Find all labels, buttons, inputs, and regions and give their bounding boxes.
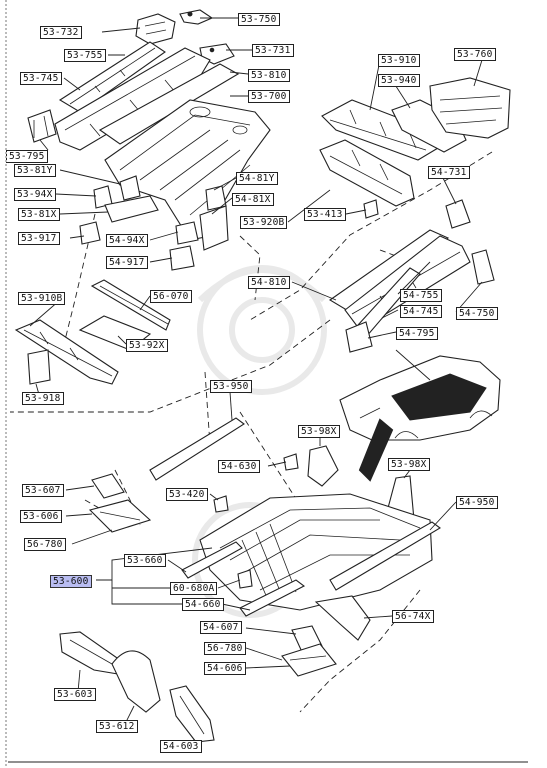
part-54-94X [175,221,199,245]
part-53-81X [104,195,159,223]
label-56-780-a[interactable]: 56-780 [24,538,66,551]
part-53-732-bracket [135,13,176,45]
part-54-81Y [205,185,227,211]
part-53-917 [79,221,101,245]
label-53-81Y[interactable]: 53-81Y [14,164,56,177]
label-54-745[interactable]: 54-745 [400,305,442,318]
part-53-755-rail [58,41,166,113]
label-53-660[interactable]: 53-660 [124,554,166,567]
label-54-731[interactable]: 54-731 [428,166,470,179]
label-54-750[interactable]: 54-750 [456,307,498,320]
label-53-732[interactable]: 53-732 [40,26,82,39]
part-53-81Y [119,175,141,201]
leader-lines [29,17,483,745]
label-53-413[interactable]: 53-413 [304,208,346,221]
part-56-070-rail [90,279,171,331]
part-53-918-bracket [27,349,51,385]
label-54-917[interactable]: 54-917 [106,256,148,269]
part-54-630-bracket [283,453,299,471]
label-54-94X[interactable]: 54-94X [106,234,148,247]
part-53-920B-member [319,139,415,207]
label-53-755[interactable]: 53-755 [64,49,106,62]
label-54-81X[interactable]: 54-81X [232,193,274,206]
part-53-98X-a [307,445,339,487]
label-54-950[interactable]: 54-950 [456,496,498,509]
label-54-603[interactable]: 54-603 [160,740,202,753]
label-53-94X[interactable]: 53-94X [14,188,56,201]
part-54-810-member [328,229,450,313]
car-silhouette [339,349,501,441]
part-53-700-floor-rear [104,99,271,241]
label-53-603[interactable]: 53-603 [54,688,96,701]
label-53-917[interactable]: 53-917 [18,232,60,245]
label-54-810[interactable]: 54-810 [248,276,290,289]
label-54-795[interactable]: 54-795 [396,327,438,340]
part-54-81X [199,205,229,251]
part-53-660-rail [181,541,243,579]
part-53-910B-member [14,319,119,385]
part-56-74X-bracket [314,595,371,641]
label-54-606[interactable]: 54-606 [204,662,246,675]
part-54-917 [169,245,195,271]
part-53-940-bracket [391,99,467,153]
part-54-660-rail [239,579,306,617]
label-53-910[interactable]: 53-910 [378,54,420,67]
part-53-612-wheelhouse [111,650,161,713]
part-53-750-bracket [179,9,214,25]
label-54-630[interactable]: 54-630 [218,460,260,473]
part-60-680A-clip [237,569,253,589]
part-53-413-clip [363,199,379,219]
part-54-606-bracket [281,643,337,677]
label-53-810[interactable]: 53-810 [248,69,290,82]
label-53-795[interactable]: 53-795 [6,150,48,163]
label-53-920B[interactable]: 53-920B [240,216,288,229]
part-54-603-panel [169,685,215,743]
part-53-795-bracket [27,109,57,143]
part-53-760-pan [429,77,511,139]
part-54-731-bracket [445,199,471,229]
label-54-660[interactable]: 54-660 [182,598,224,611]
label-54-81Y[interactable]: 54-81Y [236,172,278,185]
page-edge-pattern [5,0,7,768]
part-53-607-bracket [91,473,125,499]
label-53-81X[interactable]: 53-81X [18,208,60,221]
label-53-700[interactable]: 53-700 [248,90,290,103]
label-53-745[interactable]: 53-745 [20,72,62,85]
label-53-910B[interactable]: 53-910B [18,292,66,305]
label-56-74X[interactable]: 56-74X [392,610,434,623]
part-53-950-sill [149,417,245,481]
label-53-606[interactable]: 53-606 [20,510,62,523]
label-53-731[interactable]: 53-731 [252,44,294,57]
label-60-680A[interactable]: 60-680A [170,582,218,595]
label-53-760[interactable]: 53-760 [454,48,496,61]
label-53-600[interactable]: 53-600 [50,575,92,588]
label-53-92X[interactable]: 53-92X [126,339,168,352]
label-53-98X-a[interactable]: 53-98X [298,425,340,438]
label-53-950[interactable]: 53-950 [210,380,252,393]
label-53-607[interactable]: 53-607 [22,484,64,497]
label-54-607[interactable]: 54-607 [200,621,242,634]
label-53-612[interactable]: 53-612 [96,720,138,733]
part-53-810-member [98,63,240,145]
part-54-795-bracket [345,321,373,353]
part-53-603-panel [59,631,121,675]
label-53-98X-b[interactable]: 53-98X [388,458,430,471]
label-53-918[interactable]: 53-918 [22,392,64,405]
label-56-780-b[interactable]: 56-780 [204,642,246,655]
part-54-950-sill [329,521,441,591]
label-53-420[interactable]: 53-420 [166,488,208,501]
label-56-070[interactable]: 56-070 [150,290,192,303]
label-53-940[interactable]: 53-940 [378,74,420,87]
label-54-755[interactable]: 54-755 [400,289,442,302]
label-53-750[interactable]: 53-750 [238,13,280,26]
part-54-750-bracket [471,249,495,285]
part-53-606-bracket [88,499,152,533]
